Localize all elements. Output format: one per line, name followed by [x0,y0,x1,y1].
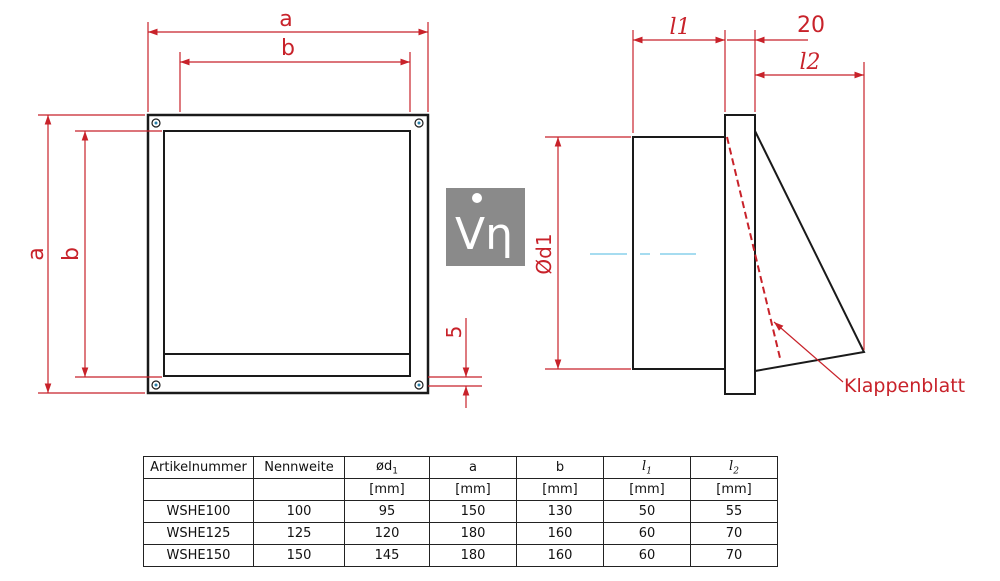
flap-label: Klappenblatt [844,375,965,397]
dim-b-side-label: b [59,247,84,261]
dimension-a-top [147,22,429,112]
dimension-5 [428,318,482,408]
table-cell: 180 [429,544,517,567]
dimension-b-top [179,52,411,112]
table-cell: 100 [253,500,345,523]
header-l1-text: l [642,458,647,474]
table-cell: 160 [516,522,604,545]
unit-cell: [mm] [516,478,604,501]
dimension-b-side [75,130,162,378]
brand-logo: Vη [446,188,525,266]
table-cell: 70 [690,522,778,545]
header-d1-sub: 1 [392,466,398,477]
table-cell: 120 [344,522,430,545]
table-cell: 150 [253,544,345,567]
header-b: b [516,456,604,479]
dim-a-side-label: a [24,247,49,260]
table-cell: 130 [516,500,604,523]
header-l1: l1 [603,456,691,479]
table-units-row: [mm] [mm] [mm] [mm] [mm] [143,478,778,501]
header-l2-sub: 2 [733,466,739,477]
dimension-a-side [38,114,145,394]
header-l2-text: l [729,458,734,474]
table-row: WSHE125 125 120 180 160 60 70 [143,522,778,545]
front-view: a b a b 5 [24,7,482,408]
unit-cell [253,478,345,501]
table-cell: 180 [429,522,517,545]
header-d1: ød1 [344,456,430,479]
unit-cell: [mm] [603,478,691,501]
table-cell: 60 [603,544,691,567]
dim-l2-label: l2 [799,50,820,75]
dimension-l2 [755,62,865,350]
mounting-plate [724,114,756,395]
table-cell: 60 [603,522,691,545]
flap-leader-line [773,321,844,383]
header-l2: l2 [690,456,778,479]
unit-cell: [mm] [429,478,517,501]
table-header-row: Artikelnummer Nennweite ød1 a b l1 l2 [143,456,778,479]
dim-20-label: 20 [797,13,825,38]
spec-table: Artikelnummer Nennweite ød1 a b l1 l2 [m… [143,456,778,567]
table-cell: 125 [253,522,345,545]
dim-a-top-label: a [279,7,292,32]
dim-l1-label: l1 [669,15,690,40]
dim-5-label: 5 [442,326,466,339]
table-cell: 50 [603,500,691,523]
table-row: WSHE150 150 145 180 160 60 70 [143,544,778,567]
table-row: WSHE100 100 95 150 130 50 55 [143,500,778,523]
dim-diameter-label: Ød1 [532,233,556,274]
dimension-l1 [632,30,726,133]
hood [754,130,866,373]
dimension-20 [727,30,808,112]
table-cell: 55 [690,500,778,523]
header-a: a [429,456,517,479]
screw-holes [151,118,424,390]
dimension-diameter [545,136,631,370]
dim-b-top-label: b [281,36,295,61]
table-cell: 95 [344,500,430,523]
table-cell: 160 [516,544,604,567]
flap-blade [726,136,781,359]
table-cell: 150 [429,500,517,523]
inner-opening [163,130,411,377]
table-cell: 145 [344,544,430,567]
outer-frame [146,113,430,395]
table-cell: WSHE125 [143,522,254,545]
side-view: Ød1 l1 20 l2 Klappenblatt [532,13,965,397]
logo-mark: Vη [455,209,513,260]
header-d1-text: ød [376,458,393,474]
table-cell: WSHE100 [143,500,254,523]
table-cell: 70 [690,544,778,567]
unit-cell [143,478,254,501]
table-cell: WSHE150 [143,544,254,567]
duct-spigot [632,136,726,370]
unit-cell: [mm] [344,478,430,501]
header-l1-sub: 1 [646,466,652,477]
header-artikelnummer: Artikelnummer [143,456,254,479]
unit-cell: [mm] [690,478,778,501]
header-nennweite: Nennweite [253,456,345,479]
